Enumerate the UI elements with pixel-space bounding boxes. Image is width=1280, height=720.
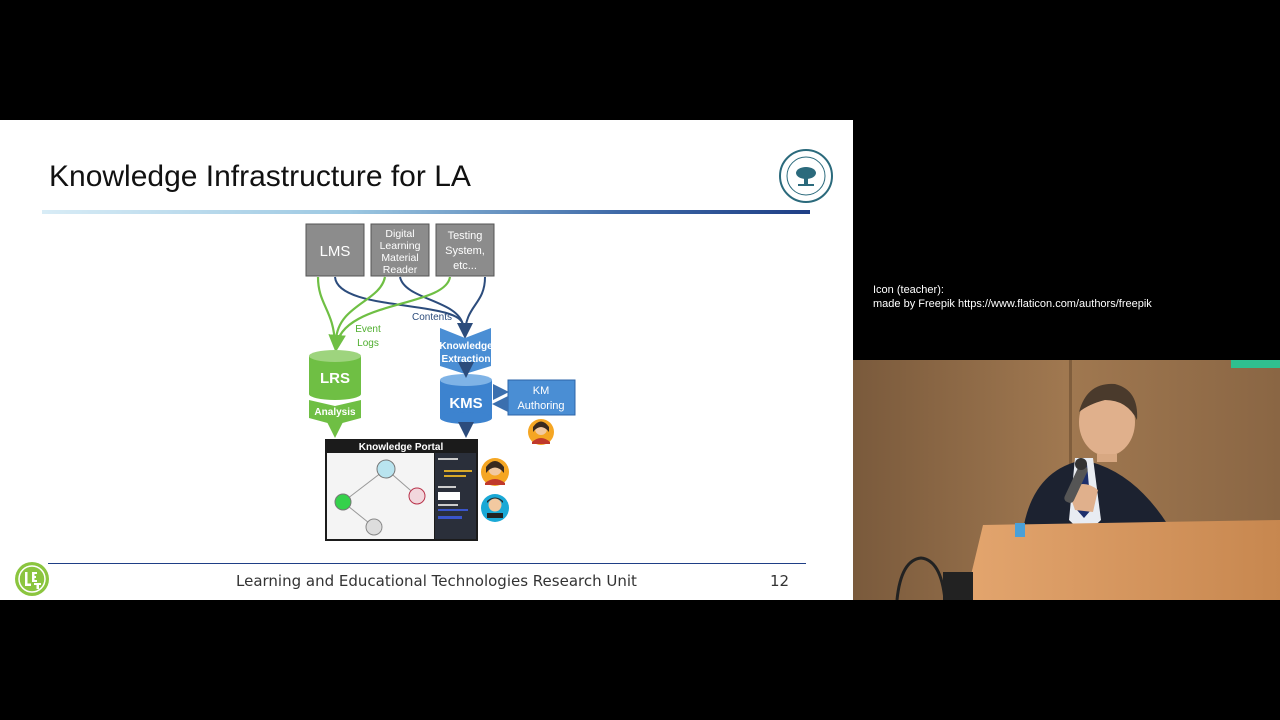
knowledge-extraction-label-2: Extraction <box>442 354 491 365</box>
testing-label-2: System, <box>445 245 485 257</box>
dlmr-label-4: Reader <box>383 264 418 276</box>
knowledge-portal-title: Knowledge Portal <box>359 442 444 453</box>
teacher-avatar-icon <box>481 458 509 486</box>
teacher-avatar-icon <box>528 419 554 445</box>
contents-label: Contents <box>412 312 452 323</box>
kms-database: KMS <box>440 374 492 424</box>
km-authoring-box: KM Authoring <box>507 379 576 416</box>
concept-node <box>408 487 426 505</box>
page-number: 12 <box>770 572 790 590</box>
title-divider <box>42 210 810 214</box>
concept-node <box>365 518 383 536</box>
podium <box>965 520 1280 600</box>
contents-flow-line <box>457 276 486 339</box>
event-log-flow-line <box>328 276 452 353</box>
digital-learning-material-reader-box: Digital Learning Material Reader <box>370 223 430 277</box>
analysis-label: Analysis <box>314 407 356 418</box>
testing-label-3: etc... <box>453 260 477 272</box>
testing-system-box: Testing System, etc... <box>435 223 495 277</box>
event-log-flow-line <box>316 276 337 346</box>
kms-label: KMS <box>449 395 482 412</box>
analysis-box: Analysis <box>309 400 361 425</box>
km-authoring-label-1: KM <box>533 385 550 397</box>
knowledge-portal-window: Knowledge Portal <box>325 439 478 541</box>
speaker-video-feed <box>853 360 1280 600</box>
let-logo-icon <box>15 562 49 596</box>
icon-credit: Icon (teacher): made by Freepik https://… <box>873 283 1152 311</box>
icon-credit-line-1: Icon (teacher): <box>873 284 944 296</box>
knowledge-extraction-box: Knowledge Extraction <box>439 328 493 374</box>
event-logs-label-1: Event <box>355 324 381 335</box>
icon-credit-line-2: made by Freepik https://www.flaticon.com… <box>873 298 1152 310</box>
km-authoring-label-2: Authoring <box>517 400 564 412</box>
event-logs-label-2: Logs <box>357 338 379 349</box>
lrs-database: LRS <box>309 350 361 400</box>
slide-title: Knowledge Infrastructure for LA <box>49 160 471 193</box>
dlmr-label-2: Learning <box>380 240 421 252</box>
knowledge-infrastructure-diagram: LMS Digital Learning Material Reader Tes… <box>305 223 576 541</box>
slide: Knowledge Infrastructure for LA LMS Digi… <box>0 120 853 600</box>
footer-text: Learning and Educational Technologies Re… <box>236 572 637 590</box>
lms-box: LMS <box>305 223 365 277</box>
concept-node <box>376 459 396 479</box>
concept-node <box>334 493 352 511</box>
dlmr-label-1: Digital <box>385 228 414 240</box>
footer-divider <box>48 563 806 564</box>
dlmr-label-3: Material <box>381 252 418 264</box>
lms-label: LMS <box>320 243 351 260</box>
kyoto-university-seal-icon <box>779 149 833 203</box>
student-avatar-icon <box>481 494 509 522</box>
lrs-label: LRS <box>320 370 350 387</box>
contents-flow-line <box>399 276 464 326</box>
event-log-flow-line <box>334 276 387 341</box>
testing-label-1: Testing <box>448 230 483 242</box>
knowledge-extraction-label-1: Knowledge <box>439 341 493 352</box>
